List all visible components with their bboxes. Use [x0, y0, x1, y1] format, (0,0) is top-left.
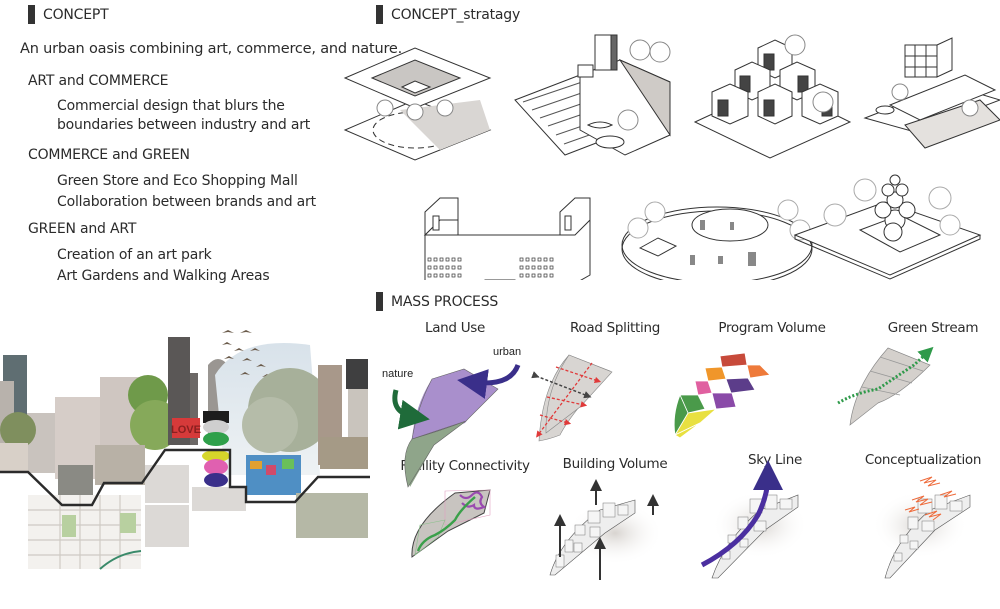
- concept-group-commerce-green: COMMERCE and GREEN Green Store and Eco S…: [28, 147, 316, 213]
- strategy-diagrams: [343, 34, 1000, 280]
- tree: [0, 412, 36, 448]
- photo-pavilion: [320, 437, 368, 469]
- urban-arrow: [457, 363, 521, 399]
- strategy-cube-pyramid-diagram: [693, 34, 852, 159]
- strategy-circular-plaza-diagram: [621, 199, 813, 280]
- concept-group-art-commerce: ART and COMMERCE Commercial design that …: [28, 73, 310, 135]
- strategy-header: CONCEPT_stratagy: [376, 5, 520, 24]
- group-item: Collaboration between brands and art: [57, 194, 316, 210]
- mass-process-header: MASS PROCESS: [376, 292, 498, 311]
- green-stream-diagram: [837, 346, 934, 426]
- road-splitting-diagram: [531, 354, 613, 442]
- love-sculpture: LOVE: [171, 418, 201, 438]
- strategy-courtyard-building-diagram: [423, 197, 591, 280]
- strategy-stepped-terrace-diagram: [514, 34, 671, 156]
- group-title: ART and COMMERCE: [28, 73, 169, 89]
- strategy-elevated-deck-diagram: [863, 37, 1000, 149]
- group-item: Green Store and Eco Shopping Mall: [57, 173, 298, 189]
- header-bar: [376, 292, 383, 311]
- program-volume-diagram: [673, 352, 771, 439]
- mass-process-diagrams: nature urban: [382, 346, 971, 580]
- photo-street: [0, 443, 28, 473]
- tree: [242, 397, 298, 453]
- step-label-land-use: Land Use: [424, 320, 486, 336]
- land-use-diagram: nature urban: [382, 346, 521, 488]
- building-volume-diagram: [549, 479, 663, 580]
- step-label-building-volume: Building Volume: [562, 456, 668, 472]
- step-label-road-splitting: Road Splitting: [569, 320, 661, 336]
- concept-header: CONCEPT: [28, 5, 109, 24]
- nature-arrow: [392, 389, 430, 430]
- group-item: Art Gardens and Walking Areas: [57, 268, 270, 284]
- group-item: Creation of an art park: [57, 247, 212, 263]
- urban-label: urban: [493, 346, 521, 358]
- group-item: boundaries between industry and art: [57, 117, 311, 133]
- step-label-conceptualization: Conceptualization: [864, 452, 982, 468]
- group-item: Commercial design that blurs the: [57, 98, 285, 114]
- step-label-facility-connectivity: Facility Connectivity: [400, 458, 530, 474]
- gray-block: [192, 487, 246, 511]
- mass-process-heading: MASS PROCESS: [391, 293, 499, 310]
- ground-section-line: [0, 448, 370, 507]
- skyline-arrow: [700, 460, 783, 568]
- gray-block: [145, 505, 189, 547]
- tree: [130, 400, 180, 450]
- photo-landscape: [296, 493, 368, 538]
- photo-painting: [95, 445, 145, 485]
- strategy-stacked-plaza-diagram: [343, 47, 492, 161]
- gray-block: [145, 465, 189, 503]
- strategy-heading: CONCEPT_stratagy: [391, 6, 521, 23]
- header-bar: [376, 5, 383, 24]
- concept-heading: CONCEPT: [43, 6, 109, 23]
- group-title: GREEN and ART: [28, 221, 137, 237]
- step-label-green-stream: Green Stream: [887, 320, 979, 336]
- header-bar: [28, 5, 35, 24]
- sky-line-diagram: [700, 460, 808, 579]
- stacked-sculpture: [202, 411, 230, 487]
- facility-connectivity-diagram: [411, 489, 491, 558]
- concept-group-green-art: GREEN and ART Creation of an art park Ar…: [28, 221, 270, 287]
- conceptualization-diagram: [872, 476, 971, 579]
- strategy-sculpture-garden-diagram: [793, 174, 982, 280]
- nature-label: nature: [382, 368, 413, 380]
- birds: [222, 330, 272, 377]
- step-label-program-volume: Program Volume: [718, 320, 826, 336]
- group-title: COMMERCE and GREEN: [28, 147, 190, 163]
- sculpture-text: LOVE: [171, 424, 201, 436]
- urban-collage-image: LOVE: [0, 330, 370, 570]
- site-map: [28, 495, 142, 570]
- concept-intro: An urban oasis combining art, commerce, …: [20, 41, 403, 57]
